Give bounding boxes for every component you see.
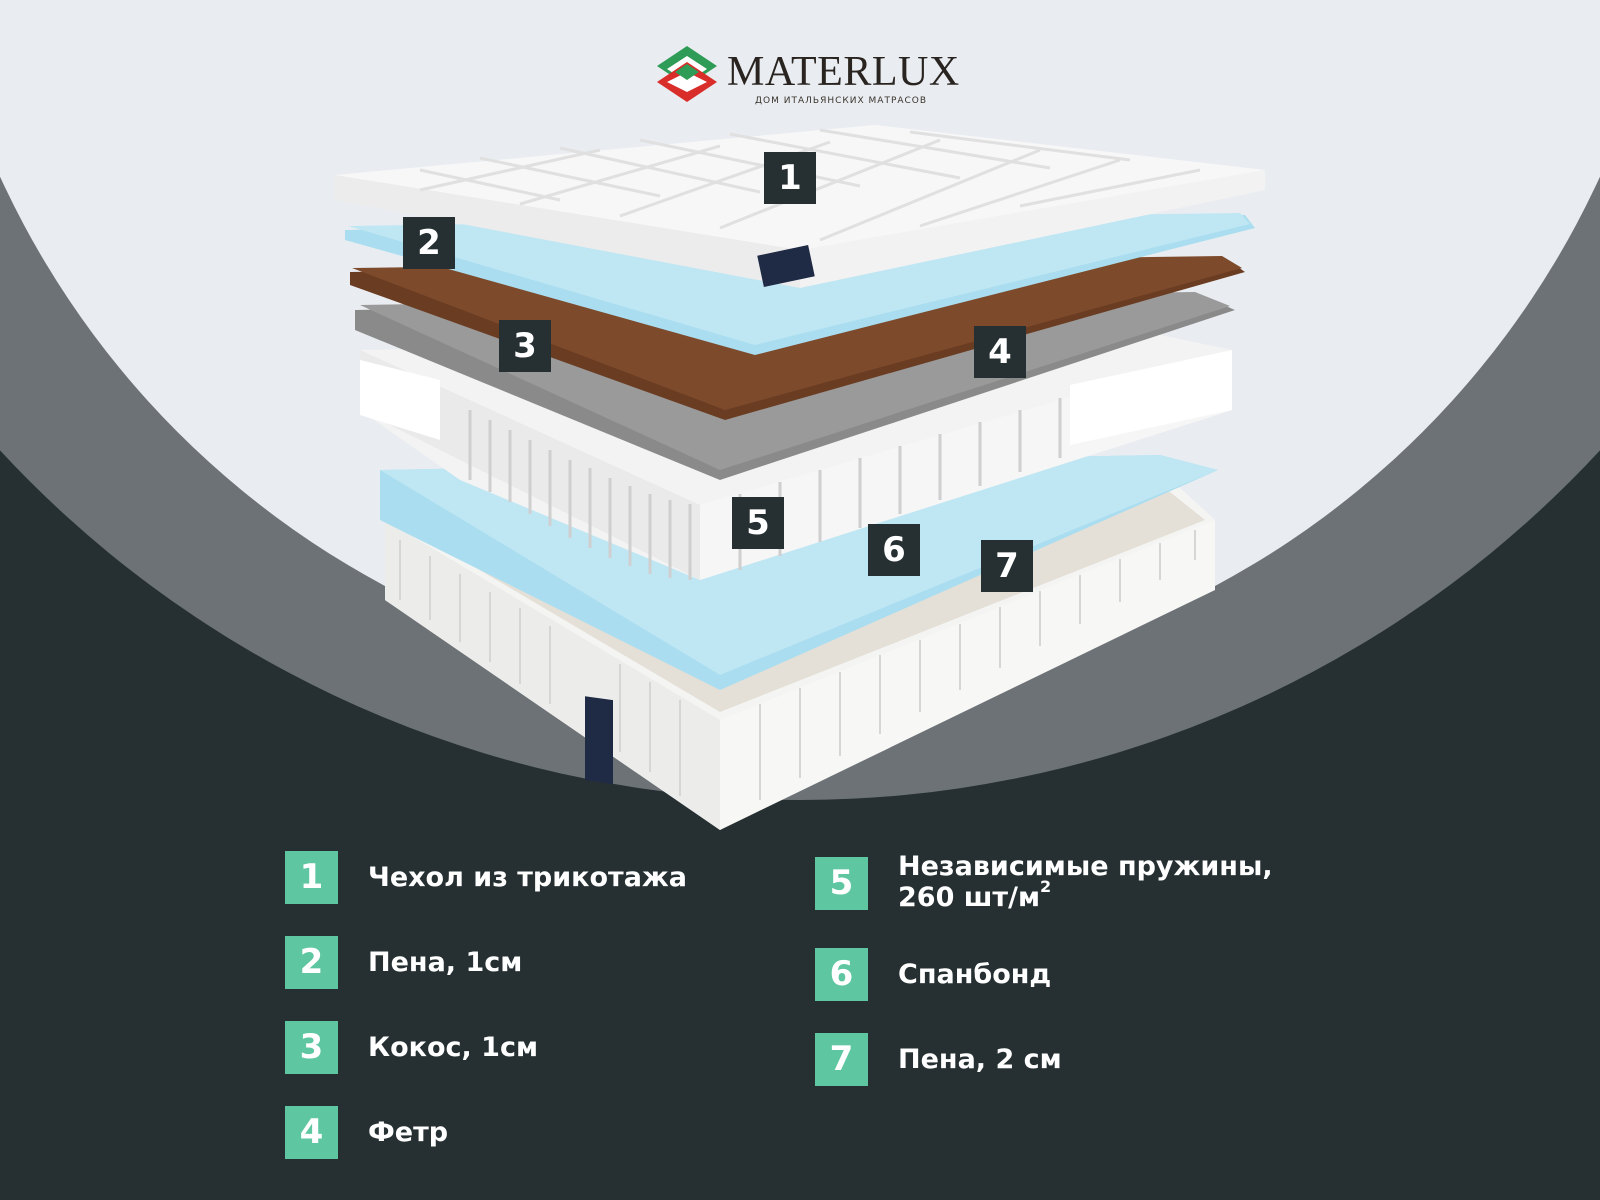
legend-number: 6: [815, 948, 868, 1001]
legend-number: 7: [815, 1033, 868, 1086]
brand-tagline: ДОМ ИТАЛЬЯНСКИХ МАТРАСОВ: [755, 96, 928, 106]
legend-label: Чехол из трикотажа: [368, 862, 688, 893]
marker-7: 7: [981, 540, 1033, 592]
legend-label-line2: 260 шт/м: [898, 882, 1041, 913]
legend-label: Спанбонд: [898, 959, 1052, 990]
legend-label: Пена, 2 см: [898, 1044, 1062, 1075]
legend-number: 3: [285, 1021, 338, 1074]
brand-diamond-icon: [657, 46, 717, 102]
legend-label-superscript: 2: [1040, 877, 1052, 896]
marker-6: 6: [868, 524, 920, 576]
legend-number: 4: [285, 1106, 338, 1159]
legend-label: Фетр: [368, 1117, 449, 1148]
legend-number: 5: [815, 857, 868, 910]
legend-label-line1: Независимые пружины,: [898, 851, 1273, 882]
marker-1: 1: [764, 152, 816, 204]
legend-label: Пена, 1см: [368, 947, 523, 978]
legend-label: Независимые пружины, 260 шт/м2: [898, 851, 1273, 913]
legend-number: 2: [285, 936, 338, 989]
brand-name: MATERLUX: [727, 49, 960, 95]
marker-2: 2: [403, 217, 455, 269]
brand-logo: MATERLUX ДОМ ИТАЛЬЯНСКИХ МАТРАСОВ: [655, 44, 959, 114]
marker-5: 5: [732, 497, 784, 549]
legend-number: 1: [285, 851, 338, 904]
marker-4: 4: [974, 326, 1026, 378]
legend-label: Кокос, 1см: [368, 1032, 539, 1063]
marker-3: 3: [499, 320, 551, 372]
